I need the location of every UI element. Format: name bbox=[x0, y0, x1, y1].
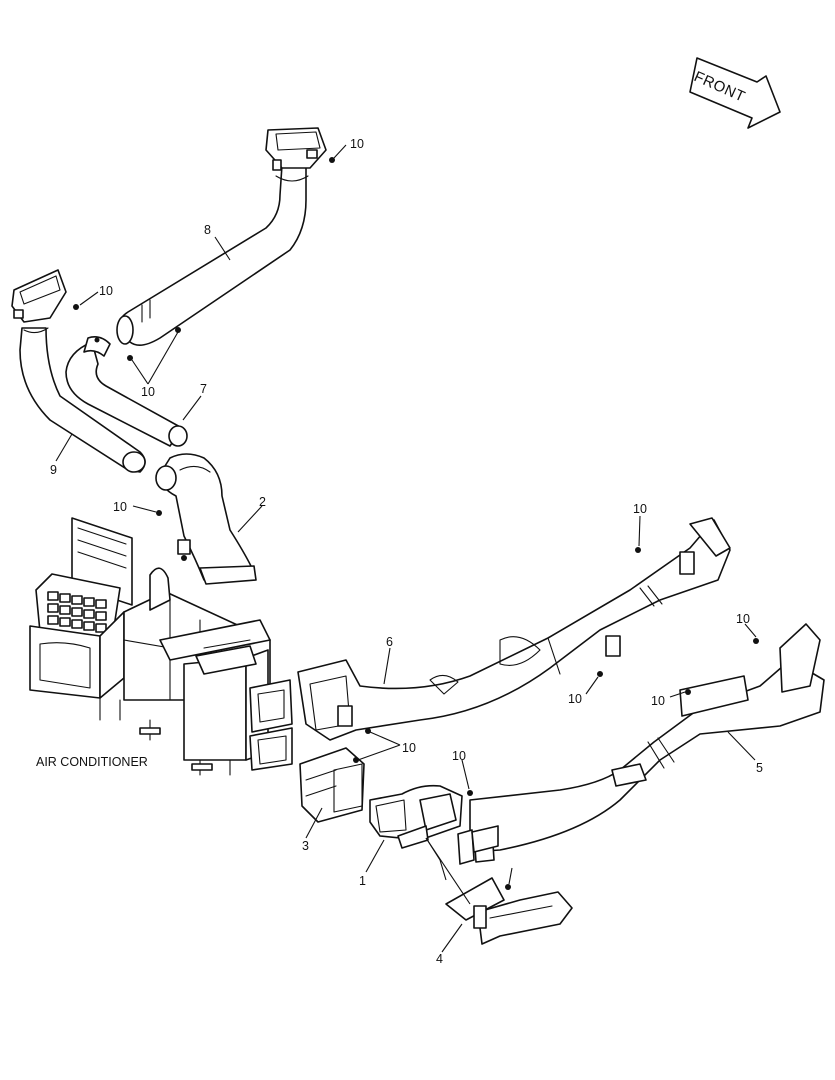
callout-10: 10 bbox=[633, 502, 647, 516]
ac-grille bbox=[47, 591, 107, 633]
callout-10: 10 bbox=[99, 284, 113, 298]
part-3-adapter bbox=[299, 747, 365, 823]
callout-10: 10 bbox=[402, 741, 416, 755]
assembly-label: AIR CONDITIONER bbox=[36, 755, 148, 769]
duct-6 bbox=[297, 517, 731, 741]
duct-8-hose bbox=[116, 127, 327, 346]
duct-9-hose bbox=[11, 269, 146, 473]
callout-10: 10 bbox=[350, 137, 364, 151]
callout-10: 10 bbox=[113, 500, 127, 514]
callout-9: 9 bbox=[50, 463, 57, 477]
part-1-joint bbox=[369, 784, 463, 849]
fasteners bbox=[73, 157, 759, 890]
callouts: 10 10 10 10 10 10 10 10 10 10 8 7 9 2 6 … bbox=[50, 137, 763, 966]
duct-2-elbow bbox=[155, 453, 257, 585]
part-4-bracket bbox=[457, 825, 499, 865]
callout-4: 4 bbox=[436, 952, 443, 966]
callout-3: 3 bbox=[302, 839, 309, 853]
callout-10: 10 bbox=[141, 385, 155, 399]
callout-10: 10 bbox=[452, 749, 466, 763]
callout-10: 10 bbox=[651, 694, 665, 708]
duct-7-hose bbox=[65, 336, 188, 447]
callout-10: 10 bbox=[568, 692, 582, 706]
part-4-vent bbox=[445, 877, 573, 945]
callout-2: 2 bbox=[259, 495, 266, 509]
callout-10: 10 bbox=[736, 612, 750, 626]
callout-7: 7 bbox=[200, 382, 207, 396]
callout-6: 6 bbox=[386, 635, 393, 649]
leader-lines bbox=[55, 144, 757, 953]
callout-1: 1 bbox=[359, 874, 366, 888]
air-conditioner-unit bbox=[29, 517, 293, 776]
callout-5: 5 bbox=[756, 761, 763, 775]
front-arrow: FRONT bbox=[689, 57, 781, 129]
callout-8: 8 bbox=[204, 223, 211, 237]
